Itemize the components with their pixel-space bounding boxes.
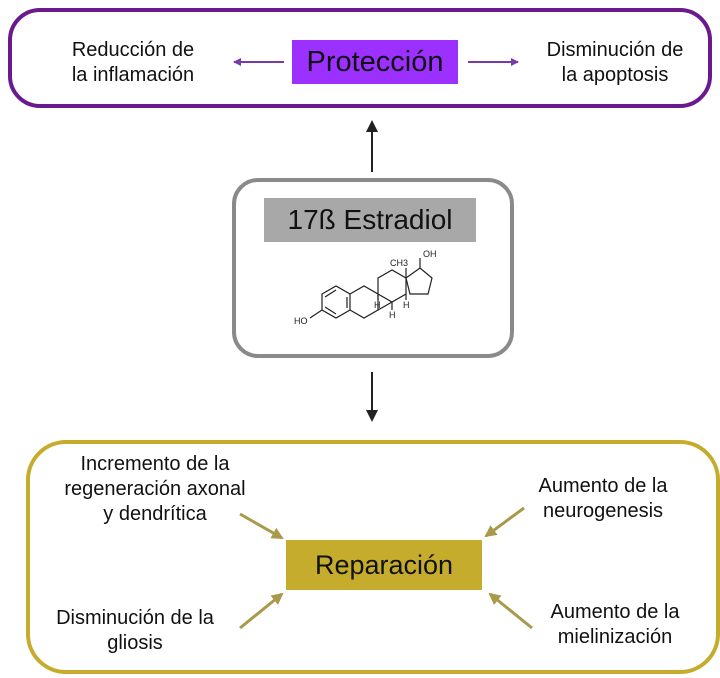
methyl-label: CH3 xyxy=(390,258,408,268)
repair-box xyxy=(26,440,720,674)
effect-inflammation: Reducción de la inflamación xyxy=(71,39,195,86)
h-label-a: H xyxy=(374,300,381,310)
arrow-top-right xyxy=(484,506,525,538)
effect-gliosis: Disminución de la gliosis xyxy=(56,607,214,654)
protection-box xyxy=(8,8,712,108)
h-label-c: H xyxy=(403,300,410,310)
ho-label: HO xyxy=(294,316,308,326)
oh-label: OH xyxy=(423,249,437,259)
effect-neurogenesis: Aumento de la neurogenesis xyxy=(538,475,668,522)
repair-title: Reparación xyxy=(286,540,482,590)
arrow-bottom-right xyxy=(488,592,533,630)
protection-title: Protección xyxy=(292,40,458,84)
estradiol-box xyxy=(232,178,514,358)
estradiol-title: 17ß Estradiol xyxy=(264,198,476,242)
arrow-bottom-left xyxy=(239,592,284,630)
arrow-top-left xyxy=(239,512,284,540)
effect-apoptosis: Disminución de la apoptosis xyxy=(546,39,684,86)
h-label-b: H xyxy=(389,310,396,320)
effect-regeneration: Incremento de la regeneración axonal y d… xyxy=(64,453,246,525)
effect-myelination: Aumento de la mielinización xyxy=(550,601,680,648)
estradiol-structure: OH CH3 HO H H H xyxy=(294,249,437,326)
